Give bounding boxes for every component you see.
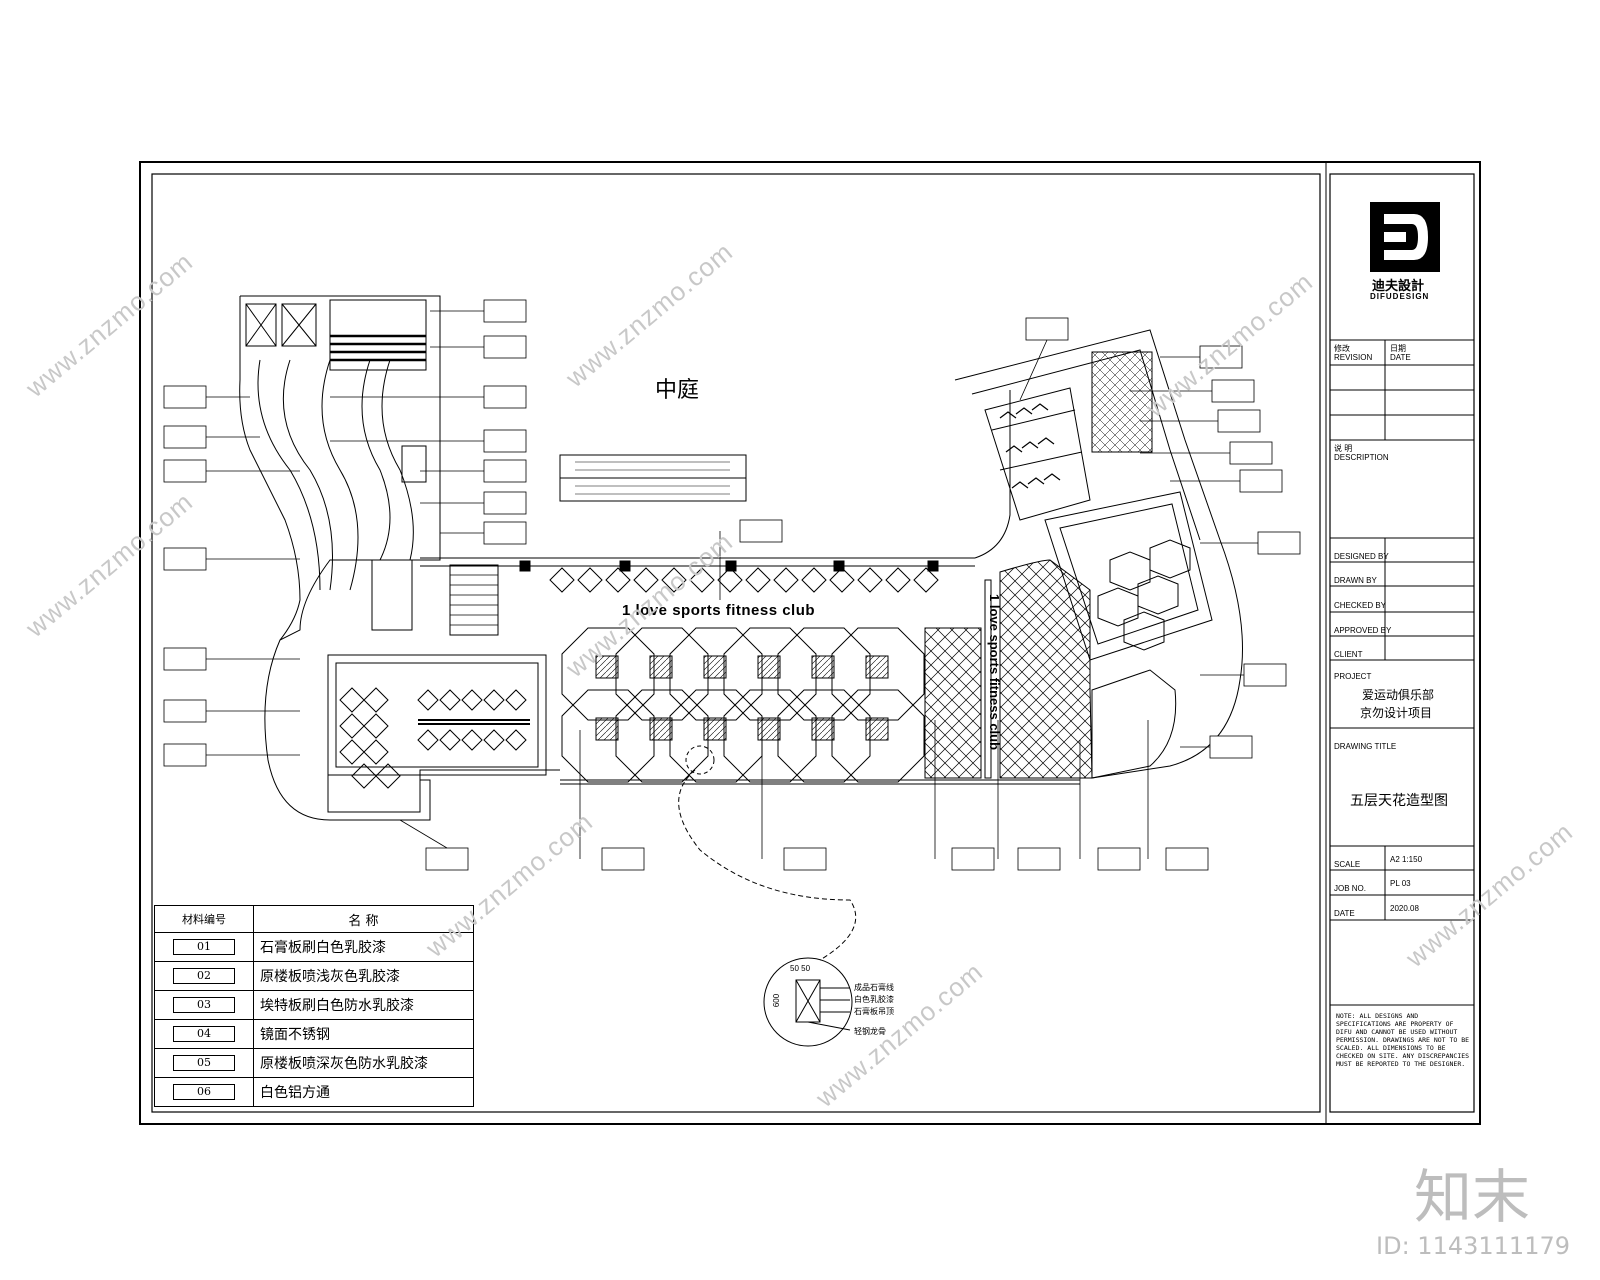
legend-name: 镜面不锈钢 bbox=[253, 1019, 474, 1049]
legend-name: 原楼板喷深灰色防水乳胶漆 bbox=[253, 1048, 474, 1078]
title-block-frame bbox=[1329, 173, 1475, 1113]
main-corridor bbox=[420, 390, 1080, 785]
detail-callout bbox=[678, 745, 857, 1047]
legend-row: 03 埃特板刷白色防水乳胶漆 bbox=[154, 990, 474, 1020]
outer-frame bbox=[139, 161, 1481, 1125]
legend-row: 05 原楼板喷深灰色防水乳胶漆 bbox=[154, 1048, 474, 1078]
date2-label: DATE bbox=[1334, 909, 1355, 918]
title-block-grid bbox=[1330, 339, 1474, 1006]
material-tags bbox=[163, 299, 1301, 871]
club-banner-horizontal: 1 love sports fitness club bbox=[622, 602, 816, 619]
hatched-zones bbox=[924, 559, 1177, 779]
job-value: PL 03 bbox=[1390, 879, 1411, 888]
diamond-cluster-b bbox=[417, 689, 527, 751]
approved-label: APPROVED BY bbox=[1334, 626, 1392, 635]
detail-dim-side: 600 bbox=[772, 993, 782, 1008]
scale-value: A2 1:150 bbox=[1390, 855, 1423, 864]
leader-lines bbox=[206, 310, 1258, 859]
lounge-room bbox=[327, 654, 547, 813]
client-label: CLIENT bbox=[1334, 650, 1363, 659]
legend-name: 白色铝方通 bbox=[253, 1077, 474, 1107]
project-subname: 京勿设计项目 bbox=[1360, 706, 1433, 720]
drawing-title: 五层天花造型图 bbox=[1350, 793, 1448, 809]
date-value: 2020.08 bbox=[1390, 904, 1419, 913]
legend-row: 04 镜面不锈钢 bbox=[154, 1019, 474, 1049]
legend-code: 03 bbox=[173, 997, 235, 1013]
material-legend: 材料编号 名 称 01 石膏板刷白色乳胶漆 02 原楼板喷浅灰色乳胶漆 03 埃… bbox=[154, 905, 474, 1107]
project-label: PROJECT bbox=[1334, 672, 1372, 681]
detail-label: 轻钢龙骨 bbox=[854, 1027, 886, 1036]
right-wing bbox=[954, 329, 1243, 779]
legend-row: 02 原楼板喷浅灰色乳胶漆 bbox=[154, 961, 474, 991]
legend-code: 05 bbox=[173, 1055, 235, 1071]
courtyard-label: 中庭 bbox=[655, 378, 700, 403]
legend-code: 04 bbox=[173, 1026, 235, 1042]
designed-label: DESIGNED BY bbox=[1334, 552, 1389, 561]
id-stamp: ID: 1143111179 bbox=[1376, 1232, 1570, 1260]
diamond-row bbox=[549, 567, 939, 593]
chevrons bbox=[999, 403, 1061, 489]
logo-text: 迪夫設計 bbox=[1372, 278, 1425, 293]
legend-code: 01 bbox=[173, 939, 235, 955]
scale-label: SCALE bbox=[1334, 860, 1361, 869]
drawing-title-label: DRAWING TITLE bbox=[1334, 742, 1397, 751]
detail-label: 石膏板吊顶 bbox=[854, 1007, 894, 1016]
drawn-label: DRAWN BY bbox=[1334, 576, 1377, 585]
detail-label: 白色乳胶漆 bbox=[854, 995, 894, 1004]
diamond-cluster-a bbox=[339, 687, 401, 789]
legend-name: 埃特板刷白色防水乳胶漆 bbox=[253, 990, 474, 1020]
octagon-ceiling bbox=[561, 627, 925, 783]
inner-frame bbox=[151, 173, 1321, 1113]
legend-row: 06 白色铝方通 bbox=[154, 1077, 474, 1107]
hex-cluster bbox=[1097, 539, 1191, 651]
legend-header-name: 名 称 bbox=[253, 905, 474, 933]
checked-label: CHECKED BY bbox=[1334, 601, 1387, 610]
brand-stamp: 知末 bbox=[1413, 1163, 1530, 1231]
legend-code: 06 bbox=[173, 1084, 235, 1100]
escalator bbox=[559, 454, 747, 502]
club-banner-vertical: 1 love sports fitness club bbox=[987, 594, 1002, 751]
note-text: NOTE: ALL DESIGNS AND SPECIFICATIONS ARE… bbox=[1336, 1012, 1470, 1068]
logo-subtitle: DIFUDESIGN bbox=[1370, 292, 1430, 301]
legend-name: 原楼板喷浅灰色乳胶漆 bbox=[253, 961, 474, 991]
legend-header-code: 材料编号 bbox=[154, 905, 254, 933]
detail-dim-top: 50 50 bbox=[790, 964, 811, 973]
legend-row: 01 石膏板刷白色乳胶漆 bbox=[154, 932, 474, 962]
left-wing bbox=[239, 295, 560, 821]
job-label: JOB NO. bbox=[1334, 884, 1367, 893]
detail-label: 成品石膏线 bbox=[854, 983, 894, 992]
project-name: 爱运动俱乐部 bbox=[1362, 688, 1435, 702]
legend-code: 02 bbox=[173, 968, 235, 984]
difu-logo bbox=[1370, 202, 1440, 272]
